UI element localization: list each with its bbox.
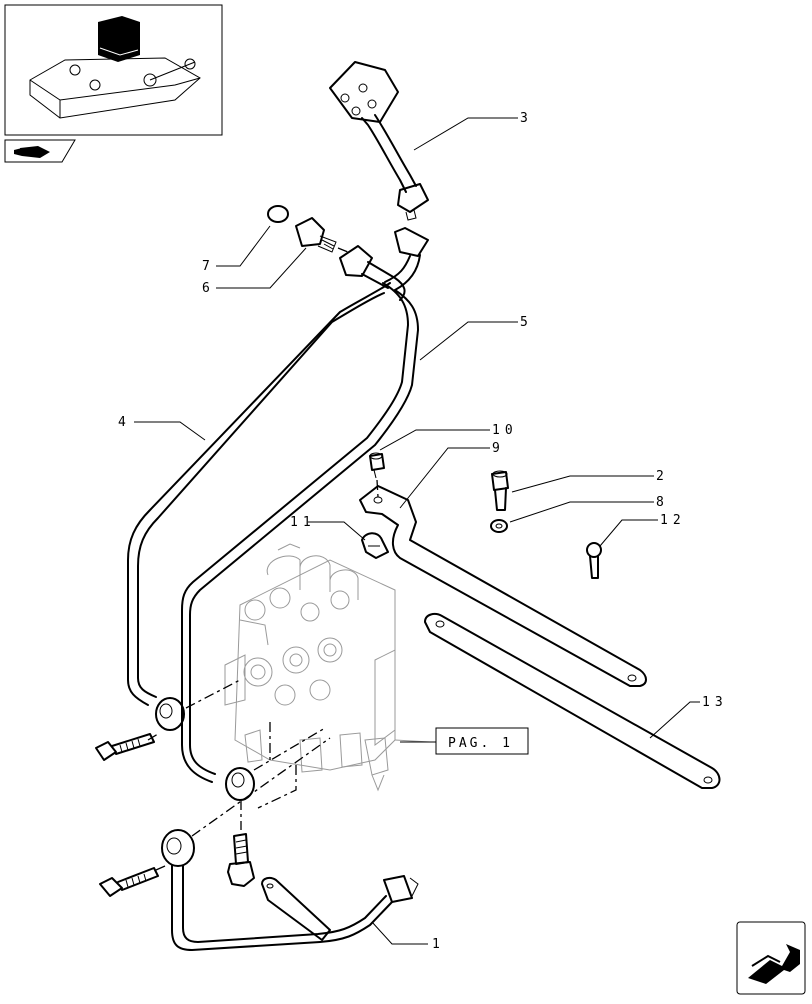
- banjo-bolt-lower: [99, 867, 159, 897]
- callout-11: 11: [290, 515, 316, 530]
- part-8-washer: [490, 519, 508, 533]
- callout-8: 8: [656, 495, 664, 510]
- page-reference-label: PAG. 1: [448, 736, 513, 751]
- part-6-adapter: [295, 217, 337, 253]
- part-5-pipe: [181, 227, 429, 801]
- part-10-bolt: [369, 452, 385, 479]
- callout-12: 12: [660, 513, 686, 528]
- thumbnail-icon[interactable]: [4, 4, 223, 136]
- callout-5: 5: [520, 315, 528, 330]
- part-12-screw: [586, 542, 602, 579]
- section-marker-icon[interactable]: [4, 139, 76, 163]
- part-2-bolt: [491, 470, 509, 511]
- part-4-pipe: [127, 245, 406, 731]
- part-9-bracket: [359, 485, 647, 687]
- callout-7: 7: [202, 259, 210, 274]
- callout-1: 1: [432, 937, 440, 952]
- part-1-pipe: [161, 829, 419, 951]
- next-page-arrow-icon[interactable]: [736, 921, 806, 995]
- control-valve-ghost: [224, 543, 431, 792]
- callout-4: 4: [118, 415, 126, 430]
- callout-9: 9: [492, 441, 500, 456]
- part-3-flange-pipe: [329, 61, 429, 221]
- part-13-strap: [424, 613, 721, 789]
- callout-10: 10: [492, 423, 518, 438]
- part-11-clip: [361, 532, 389, 559]
- callout-2: 2: [656, 469, 664, 484]
- page-reference-box[interactable]: PAG. 1: [435, 727, 529, 755]
- part-7-o-ring: [267, 205, 289, 223]
- callout-13: 13: [702, 695, 728, 710]
- banjo-bolt-vertical: [227, 833, 255, 887]
- banjo-bolt-upper: [95, 733, 155, 761]
- callout-6: 6: [202, 281, 210, 296]
- callout-3: 3: [520, 111, 528, 126]
